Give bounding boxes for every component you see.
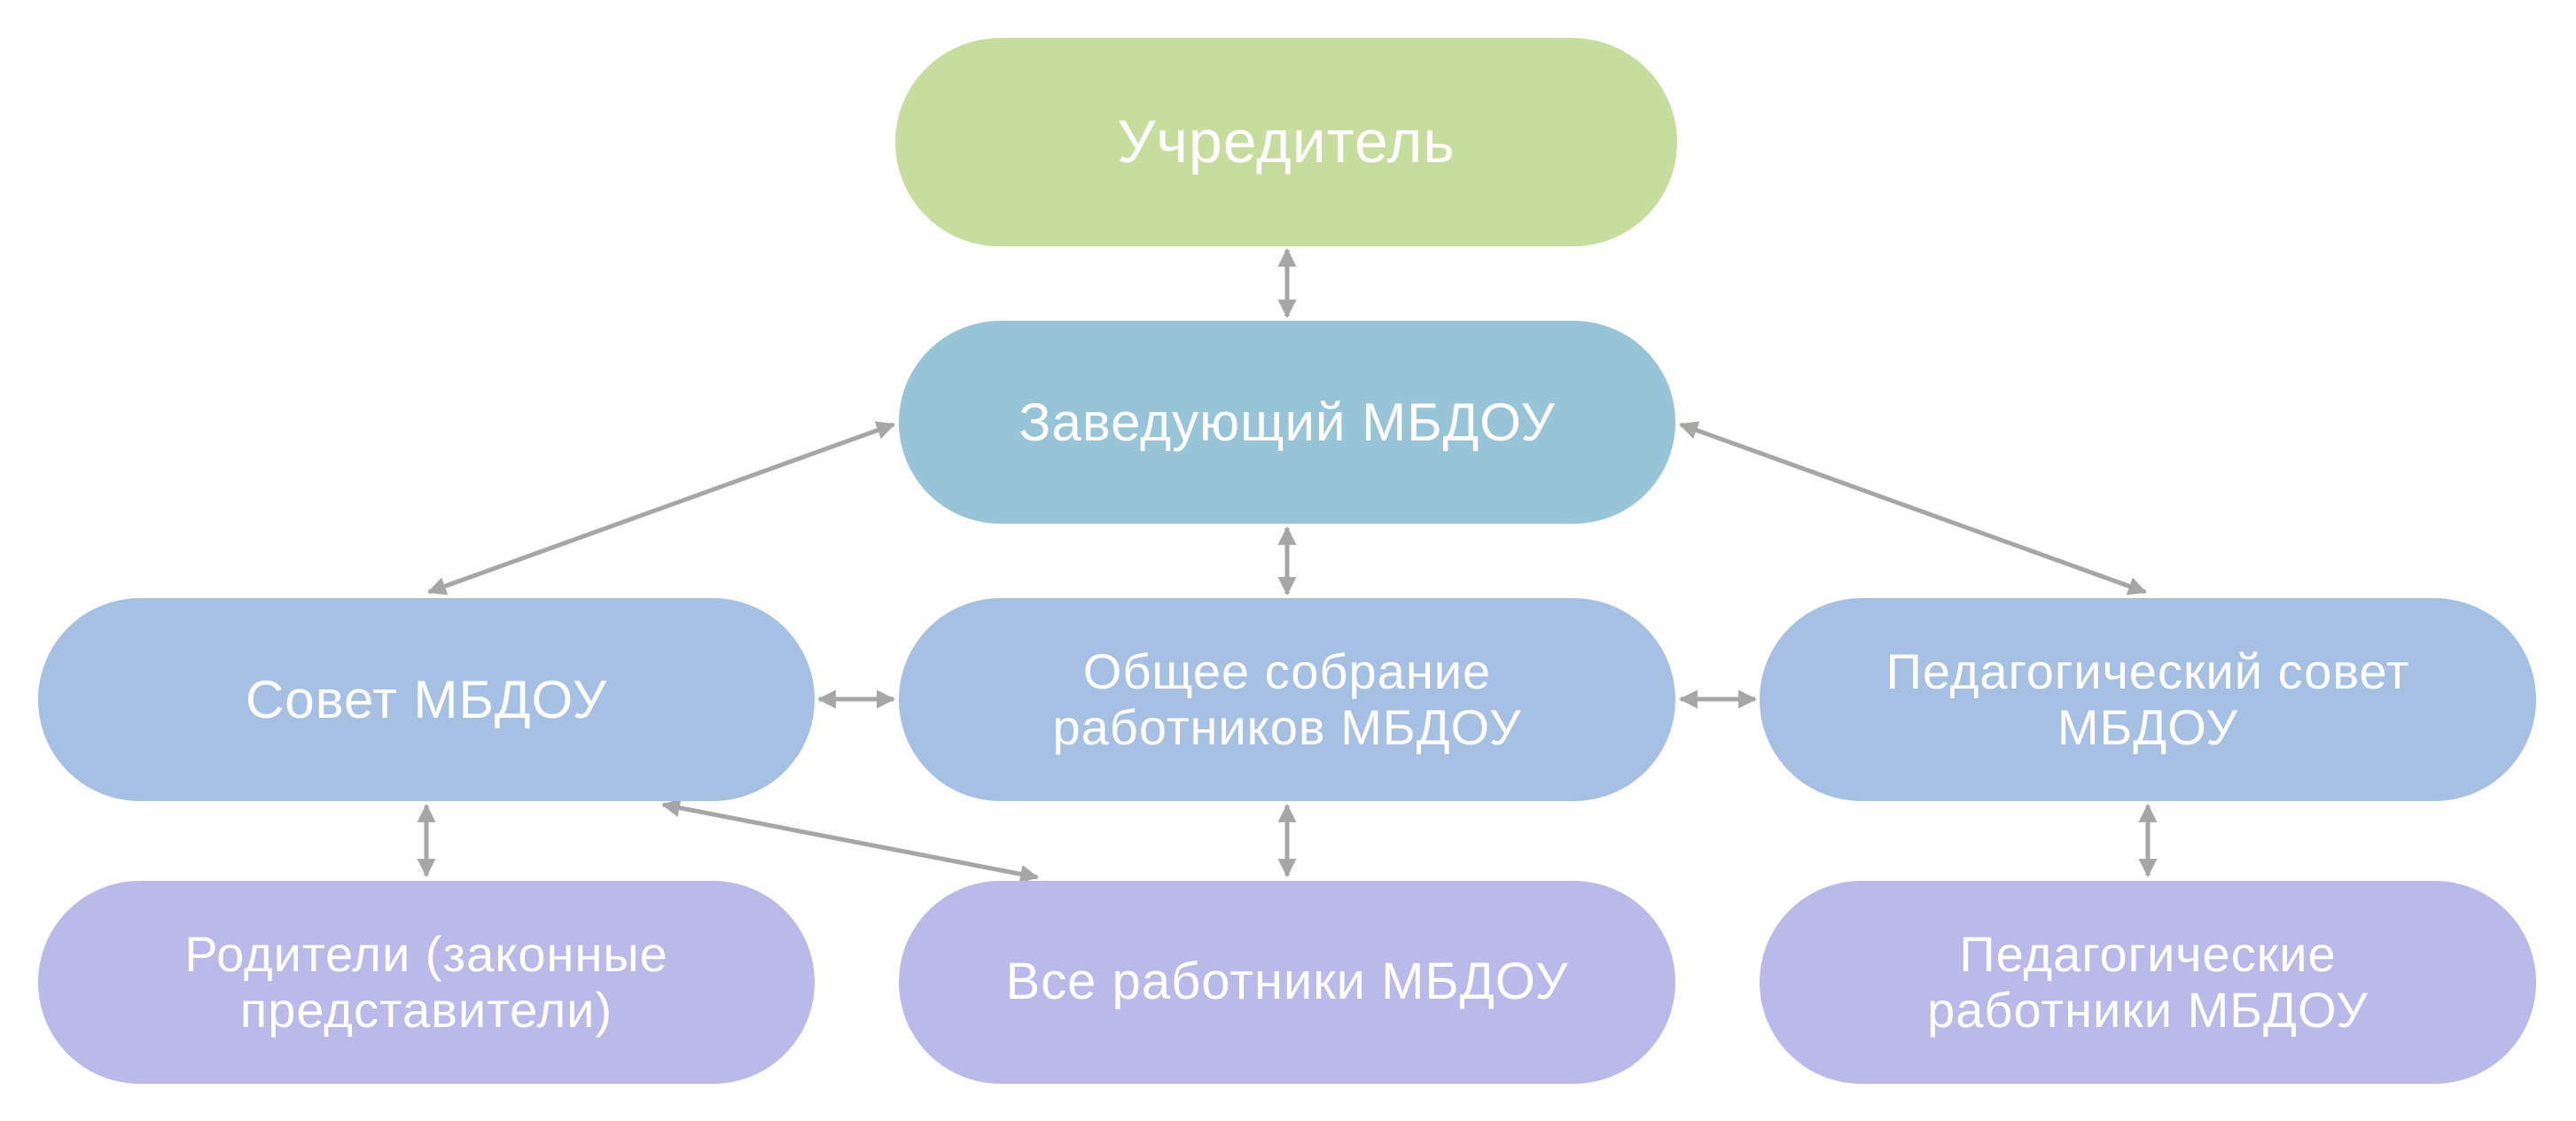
ped-council-label: Педагогический совет МБДОУ	[1885, 642, 2410, 755]
ped-staff-label: Педагогические работники МБДОУ	[1927, 925, 2369, 1038]
arrow-council-all-staff	[660, 798, 1040, 884]
arrow-head-council	[427, 421, 895, 596]
founder-label: Учредитель	[1117, 108, 1456, 176]
parents-node: Родители (законные представители)	[38, 881, 815, 1084]
council-label: Совет МБДОУ	[246, 669, 607, 729]
ped-council-node: Педагогический совет МБДОУ	[1760, 598, 2536, 801]
head-label: Заведующий МБДОУ	[1019, 392, 1556, 452]
arrow-head-ped-council	[1679, 421, 2147, 596]
parents-label: Родители (законные представители)	[184, 925, 668, 1038]
general-meeting-node: Общее собрание работников МБДОУ	[899, 598, 1675, 801]
all-staff-label: Все работники МБДОУ	[1005, 953, 1569, 1011]
head-node: Заведующий МБДОУ	[899, 321, 1675, 524]
general-meeting-label: Общее собрание работников МБДОУ	[1052, 642, 1522, 755]
all-staff-node: Все работники МБДОУ	[899, 881, 1675, 1084]
council-node: Совет МБДОУ	[38, 598, 815, 801]
founder-node: Учредитель	[895, 38, 1677, 246]
ped-staff-node: Педагогические работники МБДОУ	[1760, 881, 2536, 1084]
